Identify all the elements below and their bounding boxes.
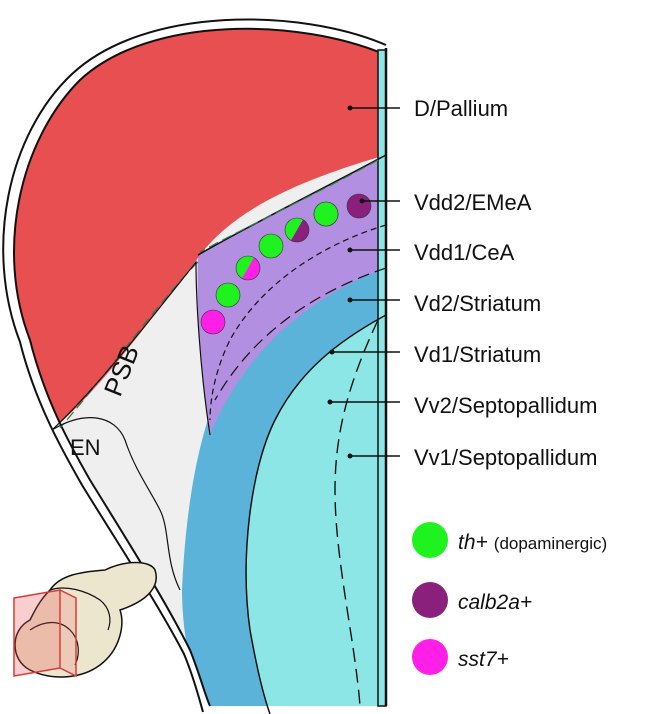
region-label-vd1-striatum: Vd1/Striatum	[414, 342, 541, 367]
region-label-vdd1-cea: Vdd1/CeA	[414, 240, 515, 265]
leader-dot-vdd2-emea	[359, 198, 365, 204]
psb-dashed-line	[199, 159, 379, 253]
leader-dot-vdd1-cea	[347, 247, 353, 253]
region-label-vdd2-emea: Vdd2/EMeA	[414, 190, 532, 215]
legend-swatch-sst7	[412, 639, 448, 675]
leader-dot-vd2-striatum	[347, 297, 353, 303]
leader-dot-vd1-striatum	[329, 349, 335, 355]
legend-label-sst7: sst7+	[458, 648, 509, 671]
cell-marker-th	[215, 282, 241, 308]
region-label-vd2-striatum: Vd2/Striatum	[414, 291, 541, 316]
leader-dot-d-pallium	[347, 105, 353, 111]
section-inner-outline	[13, 27, 387, 707]
vdd-inner-dashed	[209, 224, 387, 421]
legend-item-calb2a: calb2a+	[412, 582, 532, 618]
section-outer-outline	[2, 18, 387, 713]
cell-marker-th-calb2a	[284, 217, 310, 243]
region-label-d-pallium: D/Pallium	[414, 96, 508, 121]
legend: th+(dopaminergic) calb2a+ sst7+	[412, 522, 607, 675]
legend-item-sst7: sst7+	[412, 639, 509, 675]
legend-label-th: th+(dopaminergic)	[458, 531, 607, 554]
leader-lines	[327, 105, 400, 459]
vv-dashed-line	[334, 319, 379, 707]
leader-dot-vv2-septopallidum	[327, 399, 333, 405]
cell-marker-th-sst7	[235, 255, 261, 281]
cell-markers	[200, 193, 372, 335]
cell-marker-sst7	[200, 309, 226, 335]
vv-region	[246, 315, 386, 706]
vdd-vd-dashed	[214, 267, 387, 401]
leader-dot-vv1-septopallidum	[347, 453, 353, 459]
legend-swatch-calb2a	[412, 582, 448, 618]
vd-vv-boundary	[245, 314, 387, 714]
en-label: EN	[70, 435, 101, 460]
legend-label-calb2a: calb2a+	[458, 591, 532, 614]
pallium-region	[14, 28, 386, 430]
psb-boundary	[51, 260, 211, 436]
cell-marker-th	[258, 233, 284, 259]
brain-section-icon	[13, 561, 157, 678]
legend-swatch-th	[412, 522, 448, 558]
vdd-region	[197, 155, 386, 435]
en-boundary	[51, 417, 181, 591]
region-label-vv1-septopallidum: Vv1/Septopallidum	[414, 445, 597, 470]
region-label-vv2-septopallidum: Vv2/Septopallidum	[414, 393, 597, 418]
cell-marker-calb2a	[346, 193, 372, 219]
cell-marker-th	[313, 201, 339, 227]
legend-item-th: th+(dopaminergic)	[412, 522, 607, 558]
